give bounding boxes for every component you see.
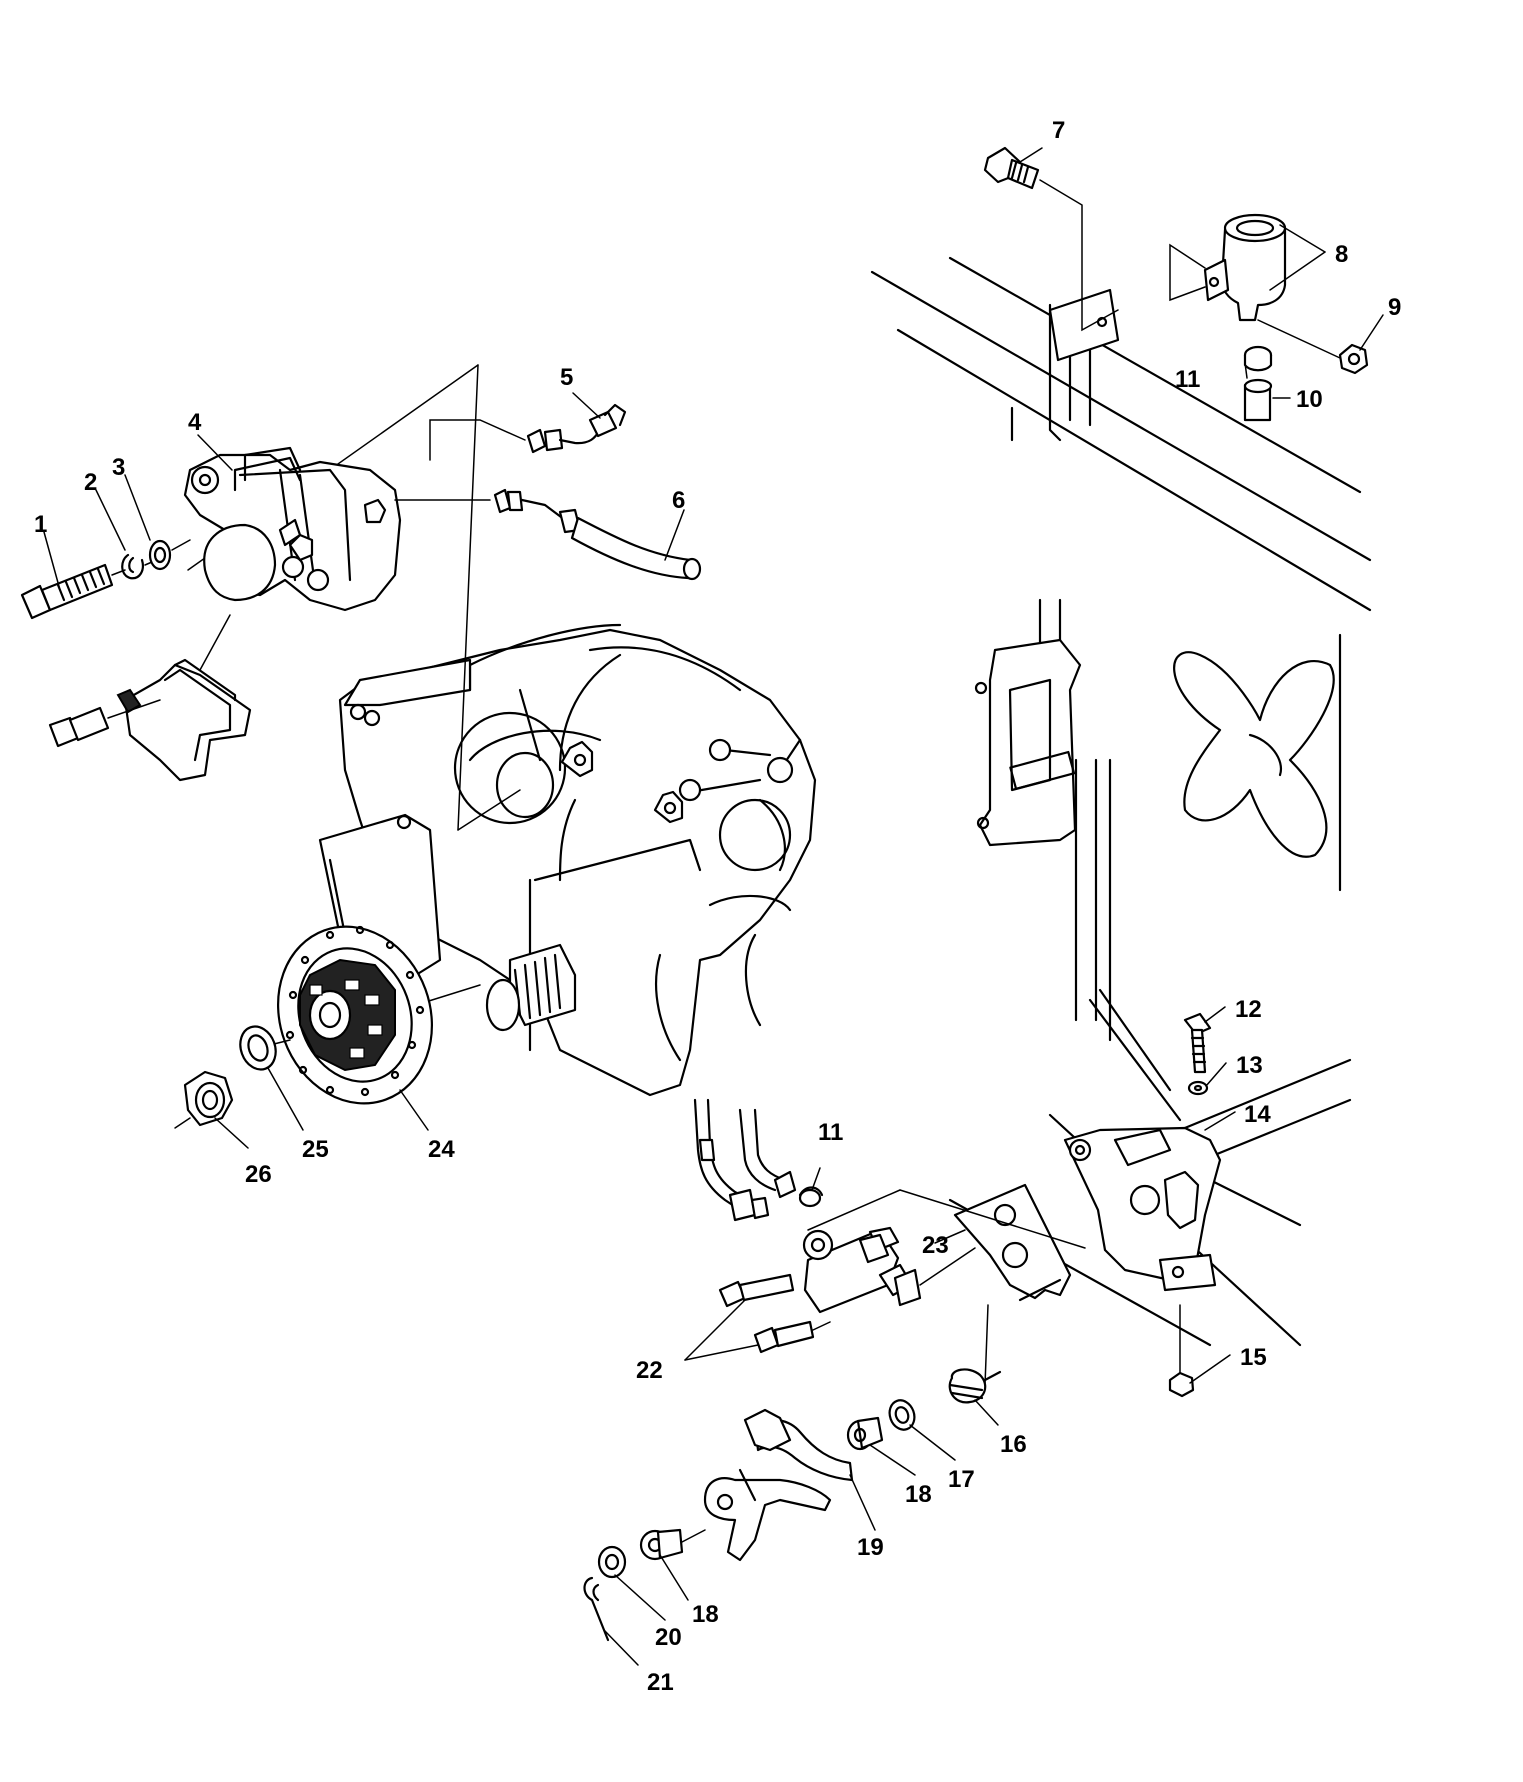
fan-propeller	[1173, 651, 1335, 858]
callout-14: 14	[1244, 1101, 1271, 1128]
washer-13	[1187, 1080, 1209, 1096]
bolt-7	[983, 146, 1119, 332]
callout-10: 10	[1296, 386, 1323, 413]
callout-20: 20	[655, 1624, 682, 1651]
master-cylinder	[718, 1189, 1086, 1354]
brake-line-5	[429, 403, 627, 461]
callout-25: 25	[302, 1136, 329, 1163]
callout-18-upper: 18	[905, 1481, 932, 1508]
mount-plate-14	[1063, 1126, 1222, 1292]
brake-caliper	[183, 446, 402, 612]
frame-bracket	[1048, 288, 1120, 362]
callout-1: 1	[34, 511, 47, 538]
cotter-pin-21	[583, 1576, 610, 1642]
callout-4: 4	[188, 409, 202, 436]
callout-6: 6	[672, 487, 685, 514]
callout-7: 7	[1052, 117, 1065, 144]
spring-16	[948, 1304, 1002, 1404]
bushing-18-lower	[639, 1528, 706, 1561]
brake-pedal-19	[703, 1408, 854, 1562]
engine-housing	[318, 623, 817, 1097]
callout-22: 22	[636, 1357, 663, 1384]
bolt-12	[1183, 1012, 1212, 1074]
callout-21: 21	[647, 1669, 674, 1696]
bracket-23	[953, 1183, 1072, 1302]
hose-10	[1243, 378, 1273, 422]
callout-18-lower: 18	[692, 1601, 719, 1628]
callout-labels: 1 2 3 4 5 6 7 8 9 10 11 11 12 13 14 15 1…	[34, 117, 1401, 1696]
brake-hose-6	[394, 488, 702, 581]
bushing-18-upper	[846, 1416, 884, 1451]
clamp-11-top	[1243, 345, 1273, 372]
callout-16: 16	[1000, 1431, 1027, 1458]
callout-3: 3	[112, 454, 125, 481]
callout-26: 26	[245, 1161, 272, 1188]
callout-11-top: 11	[1175, 366, 1200, 393]
callout-11-lower: 11	[818, 1119, 843, 1146]
mount-bracket	[974, 638, 1082, 847]
nut-26	[174, 1070, 234, 1129]
washer-20	[597, 1545, 627, 1579]
callout-23: 23	[922, 1232, 949, 1259]
nut-15	[1168, 1304, 1195, 1398]
lock-washer-2	[121, 553, 153, 580]
brake-pad-shield	[48, 614, 252, 782]
callout-24: 24	[428, 1136, 455, 1163]
callout-17: 17	[948, 1466, 975, 1493]
clamp-11-lower	[798, 1186, 824, 1208]
callout-2: 2	[84, 469, 97, 496]
nut-9	[1257, 319, 1369, 375]
leader-lines	[43, 147, 1384, 1666]
washer-3	[148, 539, 191, 571]
callout-9: 9	[1388, 294, 1401, 321]
callout-15: 15	[1240, 1344, 1267, 1371]
disc-bolt-holes	[285, 925, 425, 1097]
washer-17	[888, 1399, 916, 1431]
brake-disc-24	[276, 925, 481, 1105]
callout-12: 12	[1235, 996, 1262, 1023]
callout-5: 5	[560, 364, 573, 391]
washer-25	[239, 1025, 291, 1071]
callout-19: 19	[857, 1534, 884, 1561]
callout-8: 8	[1335, 241, 1348, 268]
callout-13: 13	[1236, 1052, 1263, 1079]
bolt-1	[20, 563, 126, 620]
reservoir-8	[1169, 213, 1287, 322]
brake-line-lower	[693, 1098, 797, 1222]
